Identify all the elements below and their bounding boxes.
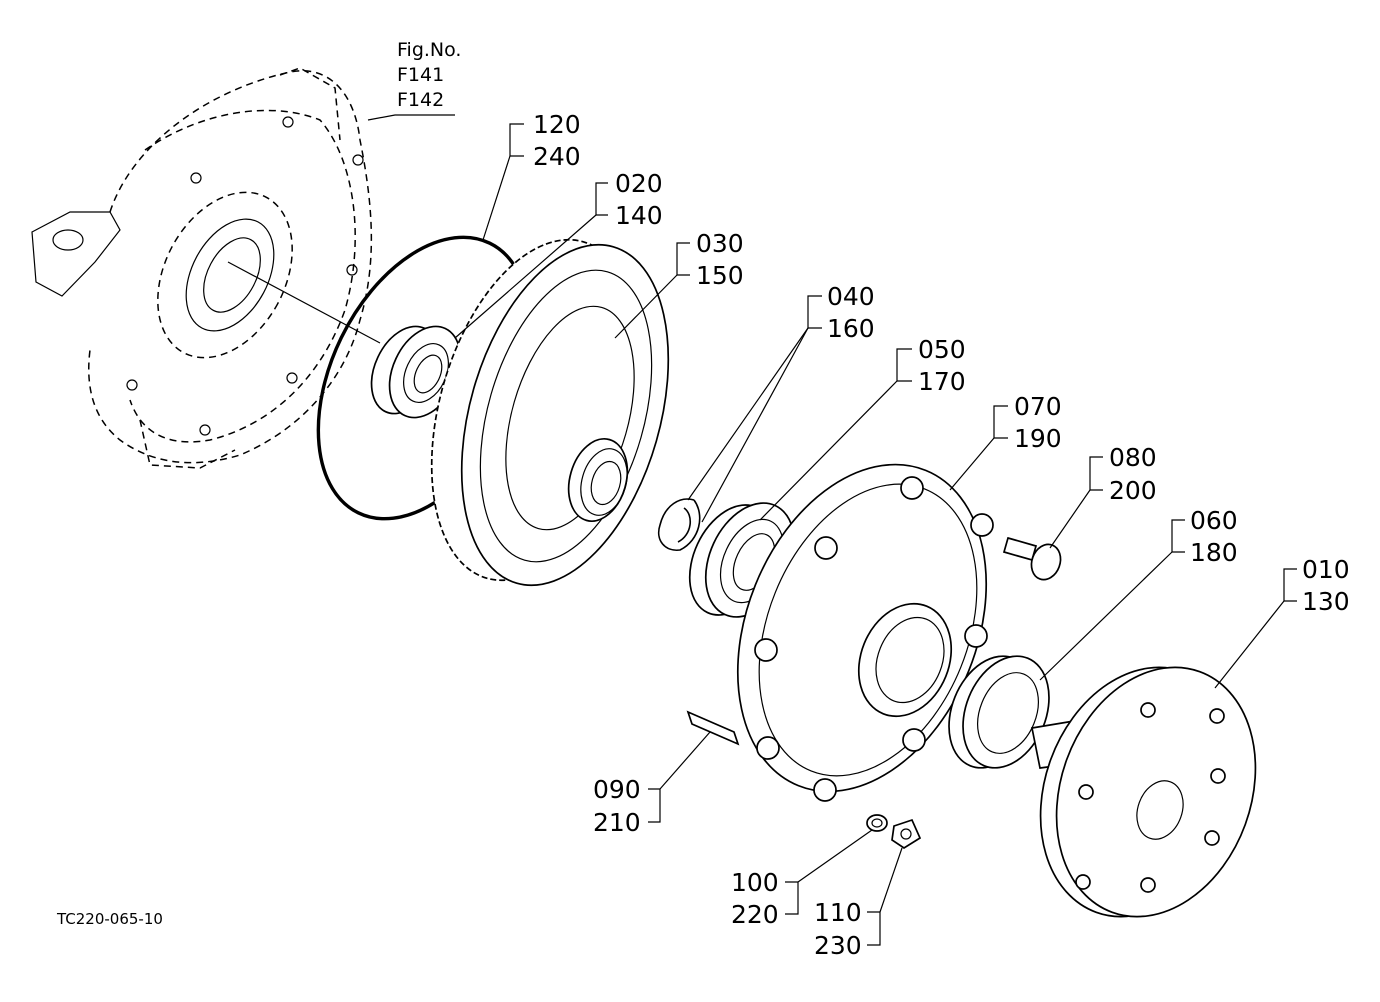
assembly-axis-line (227, 261, 381, 344)
housing-outline (31, 67, 455, 469)
callout-210[interactable]: 210 (593, 808, 641, 837)
callout-200[interactable]: 200 (1109, 476, 1157, 505)
cover-part (736, 463, 994, 802)
hub-part (1030, 666, 1257, 918)
callout-140[interactable]: 140 (615, 201, 663, 230)
callout-120[interactable]: 120 (533, 110, 581, 139)
callout-150[interactable]: 150 (696, 261, 744, 290)
callout-030[interactable]: 030 (696, 229, 744, 258)
callout-100[interactable]: 100 (731, 868, 779, 897)
callout-180[interactable]: 180 (1190, 538, 1238, 567)
callout-230[interactable]: 230 (814, 931, 862, 960)
callout-160[interactable]: 160 (827, 314, 875, 343)
callout-170[interactable]: 170 (918, 367, 966, 396)
washer-part (866, 814, 888, 832)
callout-220[interactable]: 220 (731, 900, 779, 929)
callout-070[interactable]: 070 (1014, 392, 1062, 421)
callout-010[interactable]: 010 (1302, 555, 1350, 584)
callout-190[interactable]: 190 (1014, 424, 1062, 453)
callout-080[interactable]: 080 (1109, 443, 1157, 472)
callout-090[interactable]: 090 (593, 775, 641, 804)
figure-ref-f142: F142 (397, 89, 444, 111)
callout-060[interactable]: 060 (1190, 506, 1238, 535)
snap-ring-part (658, 498, 701, 551)
nut-part (891, 818, 922, 850)
callout-110[interactable]: 110 (814, 898, 862, 927)
callout-020[interactable]: 020 (615, 169, 663, 198)
callout-130[interactable]: 130 (1302, 587, 1350, 616)
figure-ref-label: Fig.No. (397, 39, 461, 61)
callout-240[interactable]: 240 (533, 142, 581, 171)
bolt-part (1002, 536, 1062, 581)
oil-seal-part (948, 655, 1050, 769)
leader-lines (454, 123, 1297, 946)
callout-040[interactable]: 040 (827, 282, 875, 311)
gear-part (430, 238, 670, 587)
drawing-code: TC220-065-10 (56, 910, 163, 928)
stud-part (686, 710, 740, 746)
callout-050[interactable]: 050 (918, 335, 966, 364)
figure-ref-f141: F141 (397, 64, 444, 86)
